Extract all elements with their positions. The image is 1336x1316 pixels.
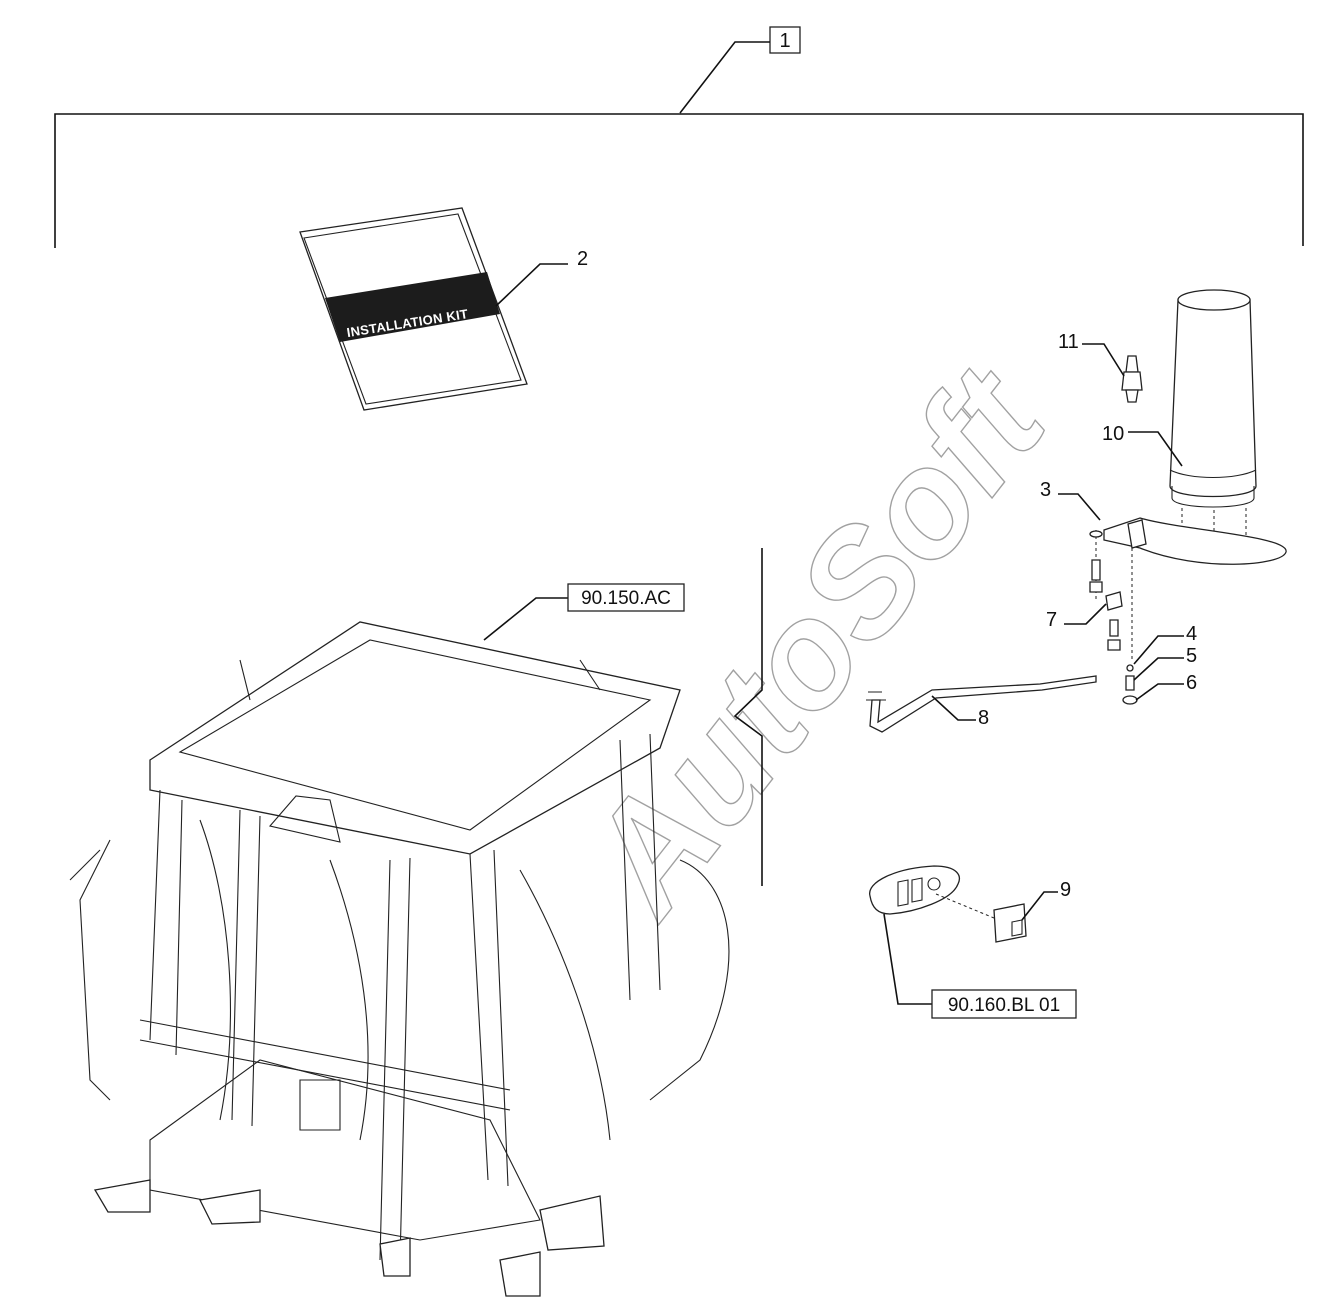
callout-9[interactable]: 9 [1021,879,1071,921]
rocker-switch [993,903,1027,943]
callout-8[interactable]: 8 [931,695,989,729]
svg-text:6: 6 [1186,672,1197,694]
cable [866,675,1097,733]
svg-text:7: 7 [1046,609,1057,631]
fastener-stack [1089,530,1138,705]
svg-text:2: 2 [577,248,588,270]
beacon-lamp [1169,289,1257,556]
callout-11[interactable]: 11 [1058,331,1125,377]
callout-4[interactable]: 4 [1133,623,1197,665]
svg-text:4: 4 [1186,623,1197,645]
mounting-bracket [1095,517,1287,660]
kit-bracket [54,113,1304,248]
reference-switch[interactable]: 90.160.BL 01 [883,913,1077,1019]
callout-5[interactable]: 5 [1133,645,1197,681]
svg-text:5: 5 [1186,645,1197,667]
svg-text:1: 1 [779,30,790,52]
callout-7[interactable]: 7 [1046,603,1107,631]
watermark: AutoSoft [551,335,1079,945]
svg-text:8: 8 [978,707,989,729]
svg-text:3: 3 [1040,479,1051,501]
callout-2[interactable]: 2 [495,248,588,307]
svg-text:9: 9 [1060,879,1071,901]
svg-text:10: 10 [1102,423,1124,445]
callout-6[interactable]: 6 [1135,672,1197,701]
installation-kit-booklet[interactable]: INSTALLATION KIT [299,207,528,411]
callout-10[interactable]: 10 [1102,423,1183,467]
svg-text:90.160.BL 01: 90.160.BL 01 [948,995,1060,1016]
bulb [1121,355,1143,403]
svg-text:90.150.AC: 90.150.AC [581,588,671,609]
tractor-cab [69,621,730,1297]
svg-text:11: 11 [1058,331,1079,353]
section-divider [733,548,763,886]
callout-1[interactable]: 1 [679,26,801,114]
switch-panel [869,865,995,919]
callout-3[interactable]: 3 [1040,479,1101,521]
reference-cab[interactable]: 90.150.AC [483,583,685,641]
